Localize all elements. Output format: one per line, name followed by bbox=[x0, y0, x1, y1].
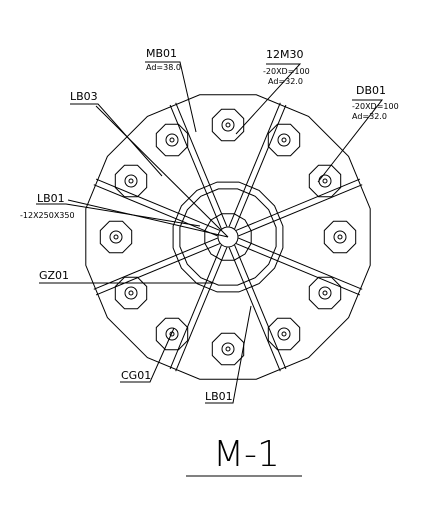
label-lb03: LB03 bbox=[70, 90, 98, 103]
bolt-center bbox=[113, 234, 119, 240]
bolt-washer bbox=[267, 317, 301, 351]
label-db01: DB01 bbox=[356, 84, 386, 97]
bolt-washer bbox=[114, 276, 148, 310]
rib-extension-line bbox=[95, 105, 229, 238]
bolt-hole bbox=[124, 286, 138, 300]
stiffener-rib-line bbox=[238, 237, 363, 290]
drawing-title: M-1 bbox=[213, 434, 280, 475]
label-12m30-sub1: -20XD=100 bbox=[263, 67, 310, 76]
bolt-center bbox=[128, 290, 134, 296]
bolt-hole bbox=[277, 327, 291, 341]
stiffener-rib-line bbox=[228, 102, 281, 227]
bolt-hole bbox=[318, 286, 332, 300]
stiffener-rib-line bbox=[234, 104, 287, 230]
leader-lines bbox=[36, 61, 384, 477]
stiffener-rib-line bbox=[228, 247, 281, 372]
label-12m30: 12M30 bbox=[266, 48, 304, 61]
label-mb01-sub: Ad=38.0 bbox=[146, 63, 181, 72]
bolt-washer bbox=[211, 332, 245, 366]
leader-cg01 bbox=[120, 327, 175, 383]
leader-mb01 bbox=[145, 61, 197, 133]
leader-lb01-left bbox=[36, 203, 201, 227]
label-12m30-sub2: Ad=32.0 bbox=[268, 77, 303, 86]
bolt-hole bbox=[165, 327, 179, 341]
plate-geometry bbox=[67, 94, 371, 380]
leader-db01 bbox=[317, 99, 384, 183]
stiffener-rib-line bbox=[234, 244, 287, 370]
bolt-washer bbox=[267, 123, 301, 157]
bolt-hole bbox=[165, 133, 179, 147]
rib-extension-line bbox=[67, 199, 229, 238]
leader-lb03 bbox=[70, 103, 163, 177]
center-hole bbox=[217, 226, 239, 248]
bolt-hole bbox=[277, 133, 291, 147]
bolt-hole bbox=[221, 118, 235, 132]
stiffener-rib-line bbox=[169, 104, 222, 230]
bolt-washer bbox=[308, 164, 342, 198]
bolt-washer bbox=[155, 317, 189, 351]
label-mb01: MB01 bbox=[146, 47, 177, 60]
bolt-center bbox=[281, 137, 287, 143]
bolt-center bbox=[281, 331, 287, 337]
stiffener-rib-line bbox=[95, 243, 221, 296]
bolt-washer bbox=[211, 108, 245, 142]
stiffener-rib-line bbox=[93, 184, 218, 237]
bolt-center bbox=[128, 178, 134, 184]
bolt-hole bbox=[333, 230, 347, 244]
stiffener-rib-line bbox=[175, 102, 228, 227]
bolt-washer bbox=[114, 164, 148, 198]
stiffener-rib-line bbox=[175, 247, 228, 372]
label-db01-sub1: -20XD=100 bbox=[352, 102, 399, 111]
bolt-center bbox=[169, 137, 175, 143]
bolt-hole bbox=[109, 230, 123, 244]
bolt-washer bbox=[323, 220, 357, 254]
stiffener-rib-line bbox=[235, 178, 361, 231]
bolt-center bbox=[225, 122, 231, 128]
stiffener-rib-line bbox=[93, 237, 218, 290]
stiffener-rib-line bbox=[169, 244, 222, 370]
label-db01-sub2: Ad=32.0 bbox=[352, 112, 387, 121]
label-gz01: GZ01 bbox=[39, 269, 69, 282]
label-lb01-left-sub: -12X250X350 bbox=[20, 211, 75, 220]
leader-12m30 bbox=[235, 63, 302, 135]
stiffener-rib-line bbox=[95, 178, 221, 231]
label-cg01: CG01 bbox=[121, 369, 151, 382]
bolt-center bbox=[225, 346, 231, 352]
bolt-center bbox=[337, 234, 343, 240]
bolt-center bbox=[322, 178, 328, 184]
leader-lb01-bottom bbox=[205, 305, 252, 404]
bolt-center bbox=[322, 290, 328, 296]
bolt-hole bbox=[221, 342, 235, 356]
label-lb01-bottom: LB01 bbox=[205, 390, 233, 403]
bolt-washer bbox=[308, 276, 342, 310]
bolt-washer bbox=[155, 123, 189, 157]
bolt-hole bbox=[318, 174, 332, 188]
label-lb01-left: LB01 bbox=[37, 192, 65, 205]
bolt-hole bbox=[124, 174, 138, 188]
column-ring-outer bbox=[172, 181, 284, 293]
bolt-washer bbox=[99, 220, 133, 254]
outer-plate-outline bbox=[85, 94, 371, 380]
stiffener-rib-line bbox=[235, 243, 361, 296]
stiffener-rib-line bbox=[238, 184, 363, 237]
